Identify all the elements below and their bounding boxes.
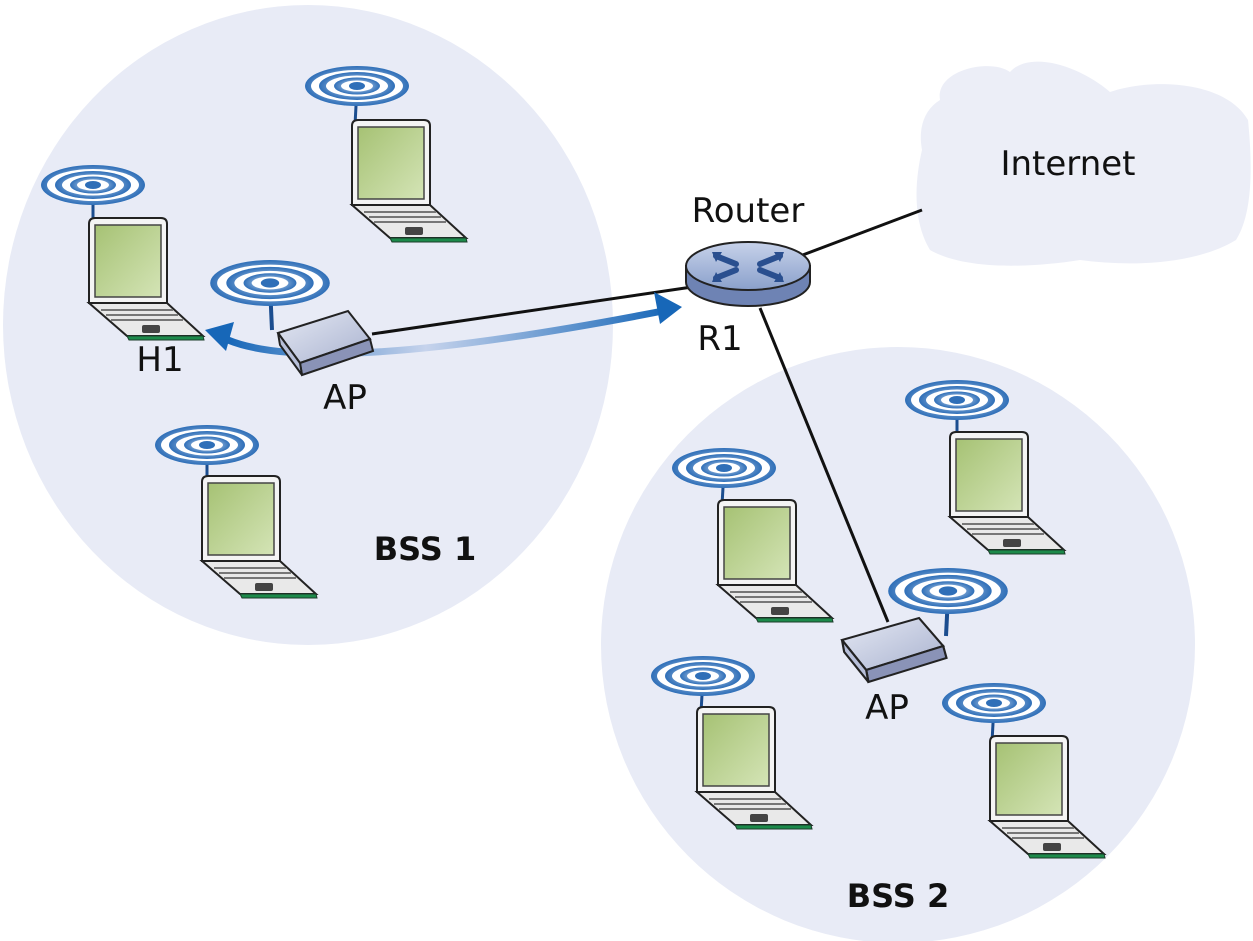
router-name-label: R1	[697, 319, 742, 359]
router-icon	[685, 241, 811, 307]
link-router-ap1	[371, 285, 693, 336]
laptop-icon	[651, 656, 813, 830]
internet-label: Internet	[1000, 144, 1135, 184]
laptop-icon	[905, 380, 1066, 555]
frame-path-arrow	[226, 306, 669, 358]
access-point-2-icon	[840, 568, 1008, 684]
ap2-label: AP	[865, 688, 909, 728]
bss2-label: BSS 2	[847, 877, 949, 915]
access-point-1-icon	[210, 260, 374, 376]
laptop-icon	[155, 425, 318, 599]
link-router-internet	[799, 208, 923, 258]
arrow-head-left	[205, 322, 234, 351]
internet-cloud	[916, 61, 1251, 266]
laptop-icon	[305, 66, 468, 243]
laptop-icon	[942, 683, 1106, 859]
laptop-icon	[672, 448, 834, 623]
laptop-icon	[41, 165, 205, 341]
bss1-label: BSS 1	[374, 530, 476, 568]
ap1-label: AP	[323, 378, 367, 418]
arrow-head-right	[654, 292, 682, 324]
router-label: Router	[692, 191, 805, 231]
host-h1-label: H1	[136, 340, 183, 380]
link-router-ap2	[758, 307, 890, 623]
